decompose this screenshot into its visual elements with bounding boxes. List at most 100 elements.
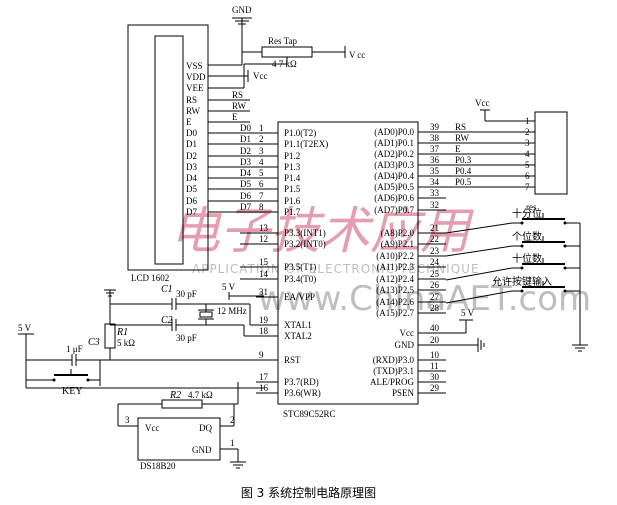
mcu-left-num-5: 6 [259, 179, 264, 189]
button-label-1: 个位数 [512, 230, 542, 243]
mcu-right-num-13: 26 [430, 280, 440, 290]
mcu-right-label-0: (AD0)P0.0 [374, 127, 414, 137]
mcu-right-num-3: 36 [430, 155, 440, 165]
lcd-net-d3: D3 [240, 157, 251, 167]
mcu-right-num-19: 11 [430, 361, 439, 371]
button-3: 允许按键输入 [445, 275, 580, 304]
mcu-right-num-16: 40 [430, 323, 440, 333]
mcu-left-label-4: P1.4 [284, 173, 301, 183]
top-supply: GND Res Tap V cc 4 7 kΩ Vcc [208, 5, 365, 89]
lcd-pin-e: E [186, 117, 192, 127]
mcu-left-num-1: 2 [259, 134, 264, 144]
mcu-right-num-0: 39 [430, 122, 440, 132]
r1-label: R1 [116, 327, 128, 338]
lcd-pin-d6: D6 [186, 196, 197, 206]
ds-vcc-pin: Vcc [145, 423, 160, 433]
mcu-right-num-6: 33 [430, 188, 440, 198]
mcu-right-num-2: 37 [430, 144, 440, 154]
watermark-url: www.ChinaAET.com [258, 279, 591, 319]
res-pack-name: res [526, 202, 537, 212]
mcu-left-label-6: P1.6 [284, 196, 301, 206]
mcu-right-num-7: 32 [430, 200, 439, 210]
mcu-left-label-10: P3.5(T1) [284, 262, 316, 272]
res-pack-net-1: RW [455, 133, 470, 143]
mcu-right-num-12: 25 [430, 269, 440, 279]
mcu-right-label-20: ALE/PROG [370, 377, 415, 387]
mcu-left-label-0: P1.0(T2) [284, 128, 316, 138]
mcu-left-num-12: 31 [259, 287, 268, 297]
mcu-right-label-11: (A11)P2.3 [377, 262, 415, 272]
mcu-left-num-3: 4 [259, 157, 264, 167]
res-tap-label: Res Tap [268, 36, 297, 46]
mcu-left-num-10: 15 [259, 257, 269, 267]
mcu-left-num-9: 12 [259, 234, 268, 244]
mcu-right-num-1: 38 [430, 133, 440, 143]
ds-pin2: 2 [230, 415, 235, 425]
res-pack-num-1: 1 [525, 116, 530, 126]
lcd-pin-rw: RW [186, 106, 201, 116]
ds-gnd-pin: GND [192, 445, 212, 455]
mcu-right-label-7: (AD7)P0.7 [374, 205, 414, 215]
mcu-right-label-3: (AD3)P0.3 [374, 160, 414, 170]
mcu-left-label-3: P1.3 [284, 162, 301, 172]
mcu-power: 5 V [446, 308, 485, 352]
mcu-right-num-18: 10 [430, 350, 440, 360]
res-pack-net-3: P0.3 [455, 155, 472, 165]
mcu-right-label-19: (TXD)P3.1 [373, 366, 414, 376]
crystal-freq: 12 MHz [217, 306, 247, 316]
mcu-left-label-14: XTAL2 [284, 331, 312, 341]
mcu-left-num-15: 9 [259, 350, 264, 360]
button-label-0: 十分位 [512, 207, 542, 220]
lcd-net-d5: D5 [240, 179, 251, 189]
mcu-right-num-11: 24 [430, 257, 440, 267]
mcu-right-label-17: GND [395, 340, 415, 350]
mcu-left-num-0: 1 [259, 123, 264, 133]
res-pack-net-5: P0.5 [455, 177, 472, 187]
r2-value: 4.7 kΩ [188, 390, 213, 400]
ds-pin3: 3 [125, 415, 130, 425]
ds-dq-pin: DQ [199, 423, 212, 433]
mcu-left-label-12: EA/VPP [284, 292, 315, 302]
mcu-right-label-5: (AD5)P0.5 [374, 182, 414, 192]
lcd-pin-d0: D0 [186, 128, 197, 138]
c3-value: 1 μF [66, 344, 83, 354]
mcu-right-label-6: (AD6)P0.6 [374, 193, 414, 203]
mcu-left-label-1: P1.1(T2EX) [284, 139, 328, 149]
c1-label: C1 [161, 284, 173, 295]
mcu-right-num-15: 28 [430, 303, 440, 313]
vcc-label-restap: V cc [349, 50, 365, 60]
mcu-name: STC89C52RC [283, 409, 336, 419]
mcu-right-label-1: (AD1)P0.1 [374, 138, 414, 148]
five-v-ea: 5 V [222, 282, 236, 292]
c2-value: 30 pF [176, 333, 197, 343]
mcu-right-label-21: PSEN [392, 388, 415, 398]
r2-label: R2 [169, 390, 181, 401]
mcu-left-label-8: P3.3(INT1) [284, 228, 326, 238]
lcd-pin-d2: D2 [186, 151, 197, 161]
lcd-net-d0: D0 [240, 123, 251, 133]
mcu-left-num-2: 3 [259, 146, 264, 156]
lcd-pin-d3: D3 [186, 162, 197, 172]
mcu-left-num-13: 19 [259, 315, 269, 325]
mcu-right-label-9: (A9)P2.1 [381, 239, 414, 249]
ds18b20-sensor: Vcc DQ GND DS18B20 3 2 1 R2 4.7 kΩ [117, 382, 246, 471]
lcd-pin-d4: D4 [186, 173, 197, 183]
button-label-3: 允许按键输入 [492, 275, 552, 288]
mcu-left-num-14: 18 [259, 326, 269, 336]
res-pack-net-4: P0.4 [455, 166, 472, 176]
mcu-right-label-10: (A10)P2.2 [376, 251, 414, 261]
lcd-pin-rs: RS [186, 95, 197, 105]
watermark-english: APPLICATION OF ELECTRONIC TECHNIQUE [192, 262, 480, 276]
mcu-left-num-16: 17 [259, 372, 269, 382]
button-label-2: 十位数 [512, 252, 542, 265]
c2-label: C2 [161, 315, 173, 326]
crystal-circuit: C1 30 pF C2 30 pF 12 MHz 5 V [104, 282, 264, 343]
lcd-pin-d1: D1 [186, 139, 197, 149]
mcu-left-label-17: P3.6(WR) [284, 388, 321, 398]
ds-name: DS18B20 [140, 461, 176, 471]
lcd-net-d7: D7 [240, 202, 251, 212]
mcu-right-label-14: (A14)P2.6 [376, 297, 414, 307]
